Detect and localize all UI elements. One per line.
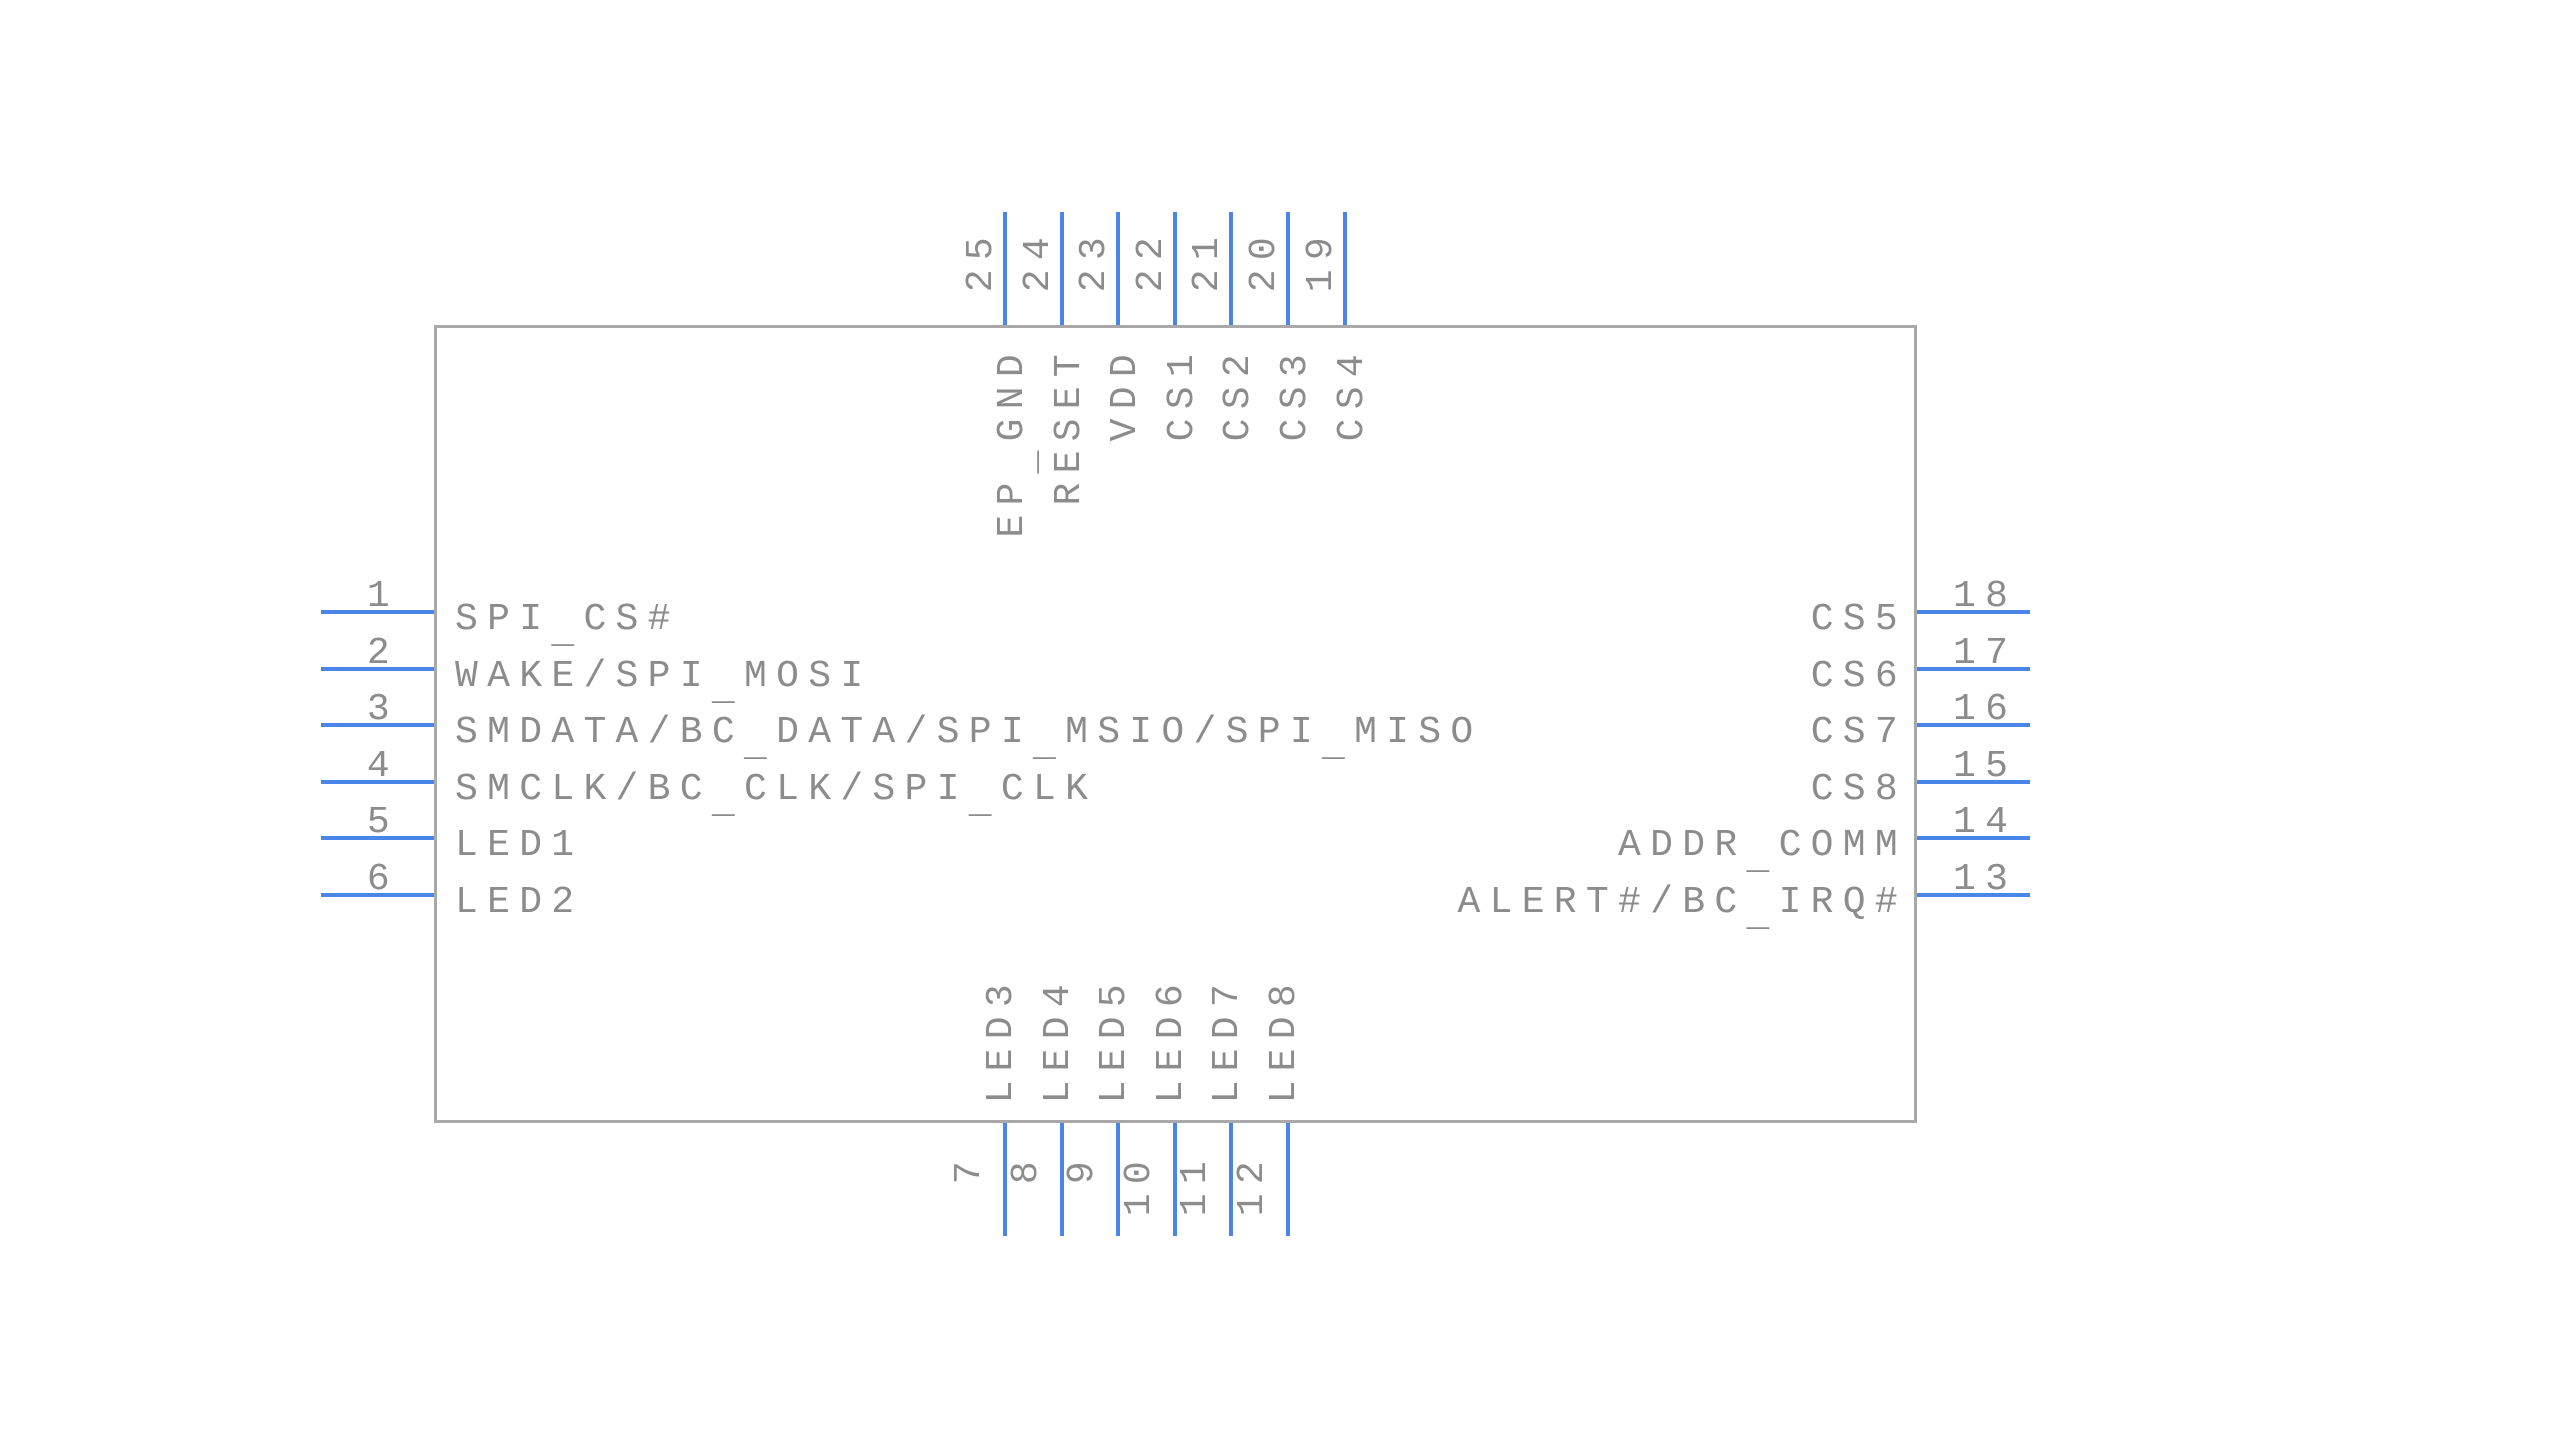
pin-line-top-20 [1286, 212, 1290, 325]
pin-name-12: LED8 [1263, 974, 1306, 1104]
pin-line-right-14 [1917, 836, 2030, 841]
underscore-glyph: _ [1321, 724, 1355, 768]
underscore-glyph: _ [1003, 441, 1047, 474]
pin-name-10: LED6 [1149, 974, 1193, 1104]
pin-number-19: 19 [1299, 228, 1343, 293]
pin-line-bottom-12 [1286, 1123, 1290, 1236]
pin-name-24: RESET [1047, 345, 1091, 506]
underscore-glyph: _ [1746, 837, 1779, 881]
underscore-glyph: _ [968, 780, 1001, 824]
pin-name-20: CS3 [1274, 345, 1317, 442]
pin-line-right-18 [1917, 610, 2030, 614]
pin-line-left-2 [321, 666, 434, 671]
pin-line-top-19 [1342, 212, 1347, 325]
pin-line-left-4 [321, 779, 434, 784]
pin-line-bottom-7 [1003, 1123, 1007, 1236]
pin-name-3: SMDATA/BC_DATA/SPI_MSIO/SPI_MISO [455, 711, 1483, 768]
underscore-glyph: _ [551, 610, 584, 654]
pin-line-bottom-9 [1116, 1123, 1121, 1236]
pin-line-top-23 [1116, 212, 1121, 325]
pin-number-12: 12 [1231, 1152, 1274, 1217]
pin-line-right-13 [1917, 893, 2030, 897]
pin-number-3: 3 [366, 688, 399, 732]
pin-number-20: 20 [1243, 228, 1286, 293]
pin-number-15: 15 [1953, 744, 2018, 788]
pin-name-1: SPI_CS# [455, 598, 680, 654]
pin-name-11: LED7 [1206, 974, 1250, 1104]
pin-number-22: 22 [1129, 228, 1173, 293]
underscore-glyph: _ [1032, 724, 1066, 768]
pin-line-bottom-11 [1229, 1123, 1234, 1236]
underscore-glyph: _ [743, 724, 777, 768]
pin-number-8: 8 [1004, 1152, 1048, 1185]
pin-line-top-22 [1172, 212, 1177, 325]
pin-name-14: ADDR_COMM [1618, 824, 1907, 881]
pin-name-7: LED3 [980, 974, 1023, 1104]
pin-number-16: 16 [1953, 688, 2018, 732]
underscore-glyph: _ [1746, 893, 1779, 937]
pin-name-25: EP_GND [991, 345, 1047, 538]
pin-number-2: 2 [366, 631, 399, 675]
pin-number-13: 13 [1953, 858, 2018, 901]
pin-line-top-21 [1229, 212, 1234, 325]
pin-name-23: VDD [1104, 345, 1148, 442]
underscore-glyph: _ [711, 780, 744, 824]
pin-name-4: SMCLK/BC_CLK/SPI_CLK [455, 767, 1098, 824]
pin-name-16: CS7 [1810, 711, 1907, 755]
pin-name-21: CS2 [1217, 345, 1261, 442]
pin-name-19: CS4 [1330, 345, 1374, 442]
pin-line-right-16 [1917, 723, 2030, 728]
pin-name-18: CS5 [1810, 598, 1907, 641]
pin-line-left-3 [321, 723, 434, 728]
component-body [434, 325, 1917, 1123]
pin-number-11: 11 [1174, 1152, 1218, 1217]
underscore-glyph: _ [711, 667, 744, 711]
pin-number-21: 21 [1186, 228, 1230, 293]
pin-number-1: 1 [366, 575, 399, 618]
pin-line-bottom-10 [1172, 1123, 1177, 1236]
pin-number-23: 23 [1073, 228, 1117, 293]
pin-number-9: 9 [1061, 1152, 1105, 1185]
pin-name-5: LED1 [455, 824, 584, 868]
pin-number-5: 5 [366, 801, 399, 845]
pin-line-left-1 [321, 610, 434, 614]
pin-name-15: CS8 [1810, 767, 1907, 811]
pin-name-22: CS1 [1160, 345, 1204, 442]
pin-line-bottom-8 [1059, 1123, 1064, 1236]
pin-number-24: 24 [1016, 228, 1060, 293]
pin-number-18: 18 [1953, 575, 2018, 618]
pin-line-left-5 [321, 836, 434, 841]
pin-number-14: 14 [1953, 801, 2018, 845]
pin-number-4: 4 [366, 744, 399, 788]
pin-number-10: 10 [1117, 1152, 1161, 1217]
pin-line-right-17 [1917, 666, 2030, 671]
pin-name-17: CS6 [1810, 654, 1907, 698]
pin-name-13: ALERT#/BC_IRQ# [1457, 881, 1907, 937]
pin-number-25: 25 [960, 228, 1003, 293]
pin-line-right-15 [1917, 779, 2030, 784]
pin-number-7: 7 [948, 1152, 991, 1185]
pin-name-2: WAKE/SPI_MOSI [455, 654, 873, 711]
pin-name-6: LED2 [455, 881, 584, 924]
pin-name-9: LED5 [1093, 974, 1137, 1104]
pin-line-top-24 [1059, 212, 1064, 325]
pin-number-6: 6 [366, 858, 399, 901]
pin-line-top-25 [1003, 212, 1007, 325]
pin-name-8: LED4 [1036, 974, 1080, 1104]
pin-number-17: 17 [1953, 631, 2018, 675]
pin-line-left-6 [321, 893, 434, 897]
